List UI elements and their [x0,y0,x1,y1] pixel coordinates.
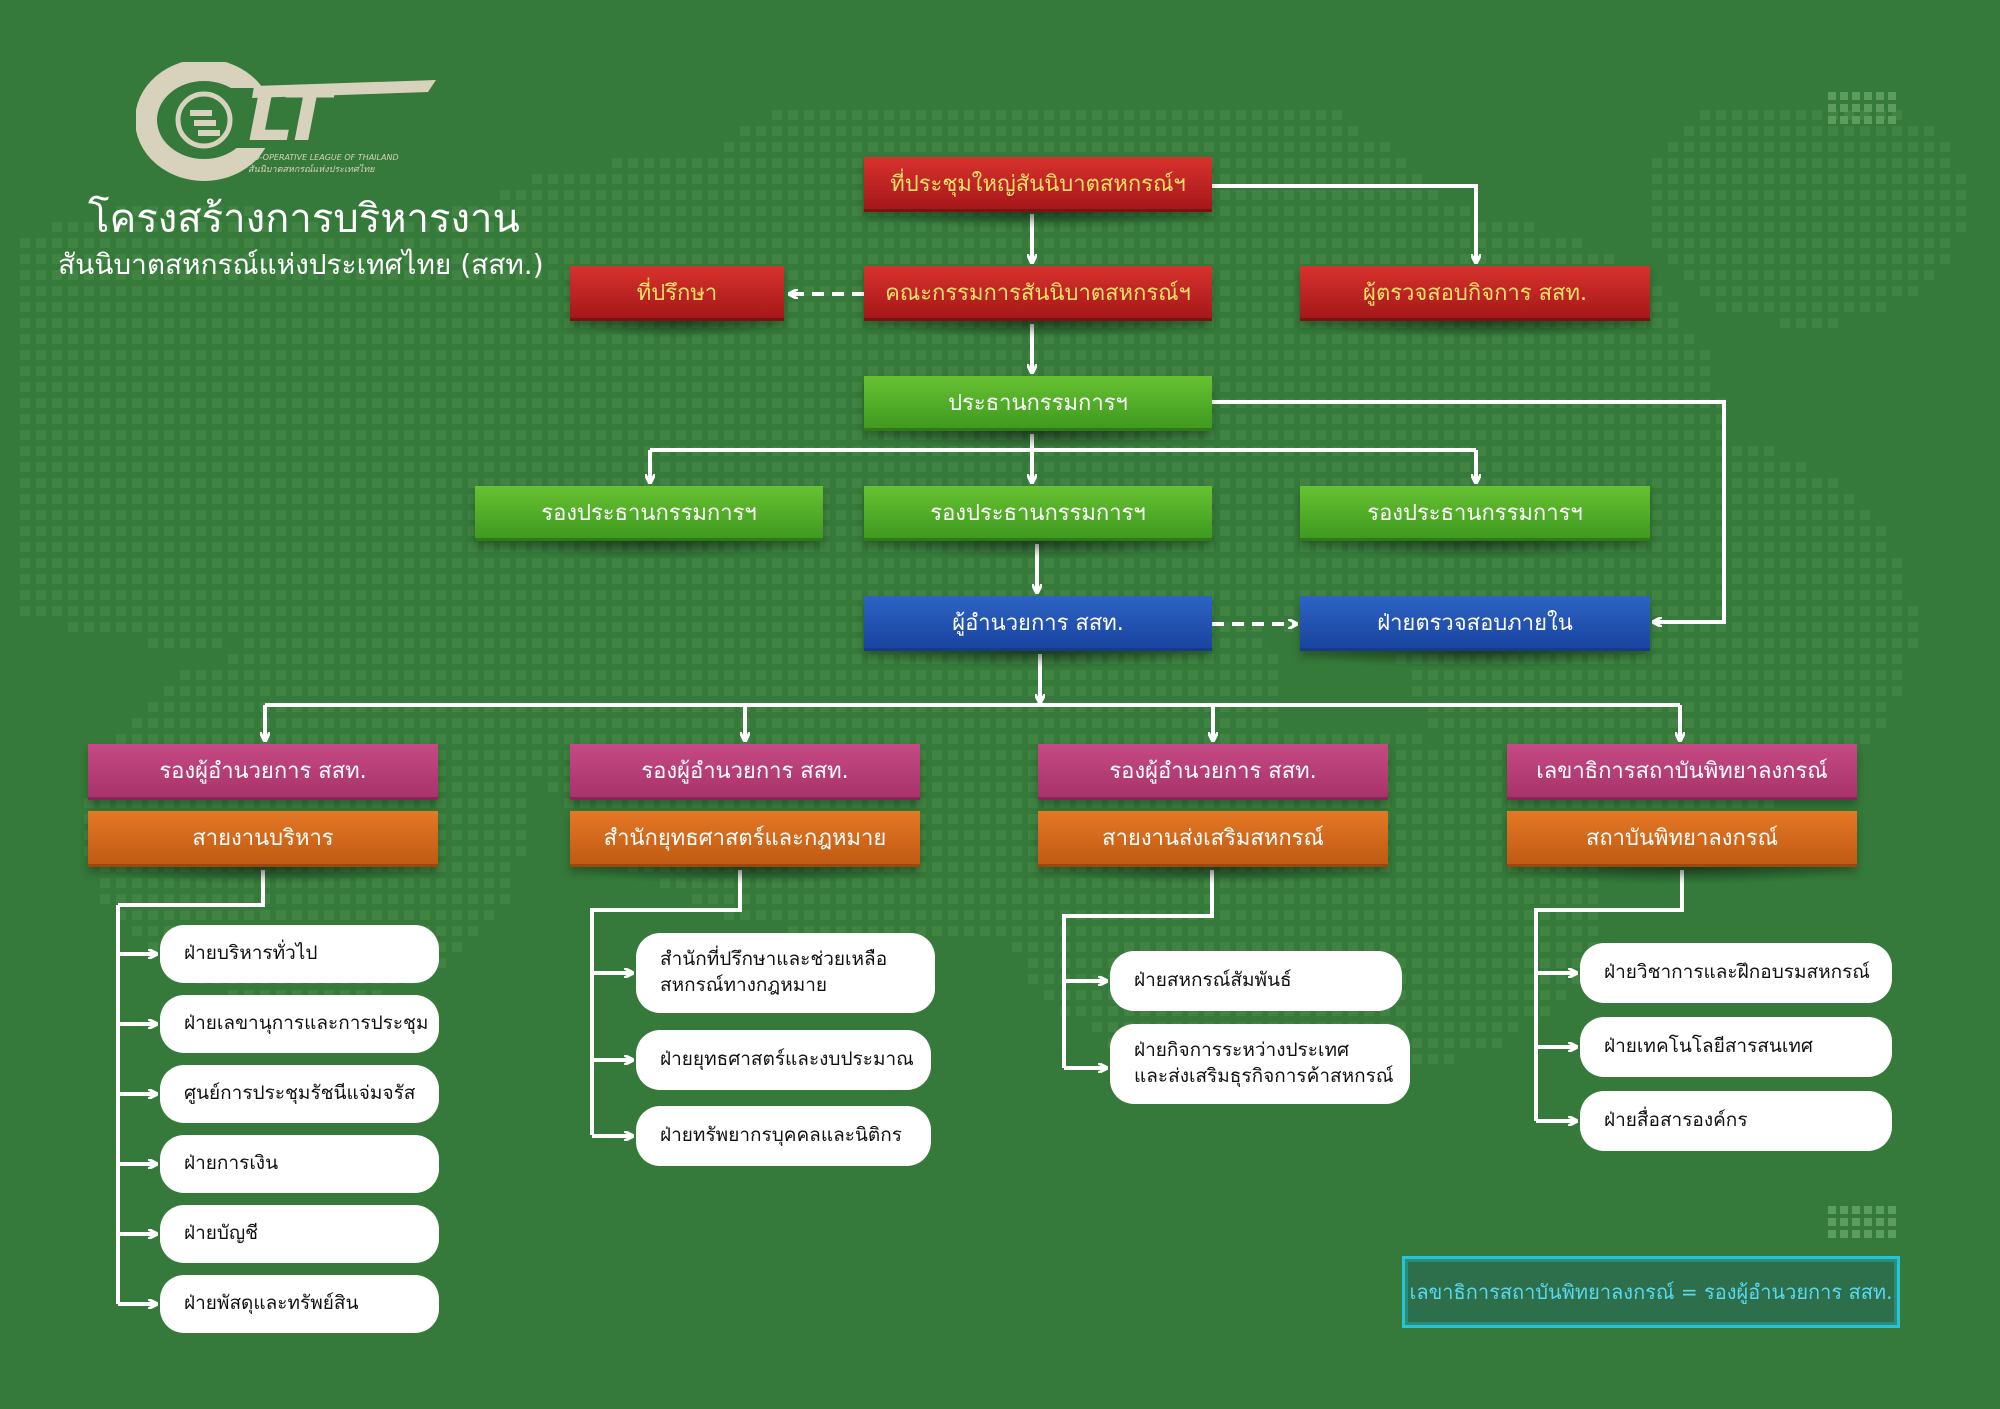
general-assembly-box: ที่ประชุมใหญ่สันนิบาตสหกรณ์ฯ [864,157,1212,212]
unit-pill: ฝ่ายบริหารทั่วไป [160,925,439,983]
board-label: คณะกรรมการสันนิบาตสหกรณ์ฯ [885,280,1191,306]
page-title: โครงสร้างการบริหารงาน [88,196,520,242]
vice-chairman-label: รองประธานกรรมการฯ [930,500,1146,526]
internal-audit-box: ฝ่ายตรวจสอบภายใน [1300,596,1650,651]
unit-label: สำนักที่ปรึกษาและช่วยเหลือ สหกรณ์ทางกฎหม… [660,948,888,996]
connector-line [118,870,265,907]
auditor-label: ผู้ตรวจสอบกิจการ สสท. [1363,280,1587,306]
clt-logo: LT CO-OPERATIVE LEAGUE OF THAILAND สันนิ… [136,62,436,181]
branch-2-line: สำนักยุทธศาสตร์และกฎหมาย [570,811,920,867]
unit-label: ฝ่ายสหกรณ์สัมพันธ์ [1134,969,1292,992]
auditor-box: ผู้ตรวจสอบกิจการ สสท. [1300,266,1650,321]
general-assembly-label: ที่ประชุมใหญ่สันนิบาตสหกรณ์ฯ [890,171,1186,197]
unit-pill: ฝ่ายการเงิน [160,1135,439,1193]
unit-pill: ฝ่ายทรัพยากรบุคคลและนิติกร [636,1106,931,1166]
branch-head-label: รองผู้อำนวยการ สสท. [641,759,849,784]
unit-label: ฝ่ายบริหารทั่วไป [184,942,318,965]
unit-pill: ฝ่ายวิชาการและฝึกอบรมสหกรณ์ [1580,943,1892,1003]
vice-chairman-box-3: รองประธานกรรมการฯ [1300,486,1650,541]
connector-line [1212,400,1726,622]
branch-head-label: เลขาธิการสถาบันพิทยาลงกรณ์ [1536,759,1828,784]
branch-line-label: สำนักยุทธศาสตร์และกฎหมาย [603,826,887,851]
board-box: คณะกรรมการสันนิบาตสหกรณ์ฯ [864,266,1212,321]
note-box: เลขาธิการสถาบันพิทยาลงกรณ์ = รองผู้อำนวย… [1402,1256,1900,1328]
branch-line-label: สายงานบริหาร [192,826,334,851]
branch-1-head: รองผู้อำนวยการ สสท. [88,744,438,800]
unit-pill: ฝ่ายพัสดุและทรัพย์สิน [160,1275,439,1333]
unit-pill: สำนักที่ปรึกษาและช่วยเหลือ สหกรณ์ทางกฎหม… [636,933,935,1013]
vice-chairman-label: รองประธานกรรมการฯ [1367,500,1583,526]
unit-pill: ฝ่ายเทคโนโลยีสารสนเทศ [1580,1017,1892,1077]
unit-label: ฝ่ายวิชาการและฝึกอบรมสหกรณ์ [1604,961,1870,984]
chairman-label: ประธานกรรมการฯ [948,390,1128,416]
branch-line-label: สถาบันพิทยาลงกรณ์ [1585,826,1779,851]
connector-line [1212,184,1476,262]
director-label: ผู้อำนวยการ สสท. [952,610,1124,636]
branch-head-label: รองผู้อำนวยการ สสท. [1109,759,1317,784]
unit-pill: ฝ่ายยุทธศาสตร์และงบประมาณ [636,1030,931,1090]
vice-chairman-box-2: รองประธานกรรมการฯ [864,486,1212,541]
branch-4-line: สถาบันพิทยาลงกรณ์ [1507,811,1857,867]
branch-1-line: สายงานบริหาร [88,811,438,867]
branch-line-label: สายงานส่งเสริมสหกรณ์ [1102,826,1324,851]
unit-label: ฝ่ายพัสดุและทรัพย์สิน [184,1292,359,1315]
chairman-box: ประธานกรรมการฯ [864,376,1212,431]
vice-chairman-box-1: รองประธานกรรมการฯ [475,486,823,541]
unit-pill: ฝ่ายสื่อสารองค์กร [1580,1091,1892,1151]
advisor-box: ที่ปรึกษา [570,266,784,321]
unit-pill: ฝ่ายสหกรณ์สัมพันธ์ [1110,951,1402,1011]
branch-3-head: รองผู้อำนวยการ สสท. [1038,744,1388,800]
unit-label: ฝ่ายเลขานุการและการประชุม [184,1012,429,1035]
branch-2-head: รองผู้อำนวยการ สสท. [570,744,920,800]
unit-label: ฝ่ายเทคโนโลยีสารสนเทศ [1604,1035,1813,1058]
unit-label: ฝ่ายกิจการระหว่างประเทศ และส่งเสริมธุรกิ… [1134,1039,1394,1087]
connector-line [590,870,742,1135]
connector-line [1534,870,1684,1121]
unit-label: ศูนย์การประชุมรัชนีแจ่มจรัส [184,1082,416,1105]
unit-label: ฝ่ายบัญชี [184,1222,259,1245]
unit-label: ฝ่ายยุทธศาสตร์และงบประมาณ [660,1048,914,1071]
unit-label: ฝ่ายทรัพยากรบุคคลและนิติกร [660,1124,902,1147]
branch-head-label: รองผู้อำนวยการ สสท. [159,759,367,784]
director-box: ผู้อำนวยการ สสท. [864,596,1212,651]
internal-audit-label: ฝ่ายตรวจสอบภายใน [1377,610,1573,636]
unit-pill: ฝ่ายกิจการระหว่างประเทศ และส่งเสริมธุรกิ… [1110,1024,1410,1104]
unit-label: ฝ่ายสื่อสารองค์กร [1604,1109,1748,1132]
note-text: เลขาธิการสถาบันพิทยาลงกรณ์ = รองผู้อำนวย… [1409,1280,1893,1304]
branch-3-line: สายงานส่งเสริมสหกรณ์ [1038,811,1388,867]
connector-line [1062,870,1214,1068]
advisor-label: ที่ปรึกษา [636,280,718,306]
vice-chairman-label: รองประธานกรรมการฯ [541,500,757,526]
branch-4-head: เลขาธิการสถาบันพิทยาลงกรณ์ [1507,744,1857,800]
page-subtitle: สันนิบาตสหกรณ์แห่งประเทศไทย (สสท.) [58,248,544,281]
unit-pill: ศูนย์การประชุมรัชนีแจ่มจรัส [160,1065,439,1123]
unit-pill: ฝ่ายบัญชี [160,1205,439,1263]
unit-label: ฝ่ายการเงิน [184,1152,279,1175]
unit-pill: ฝ่ายเลขานุการและการประชุม [160,995,439,1053]
